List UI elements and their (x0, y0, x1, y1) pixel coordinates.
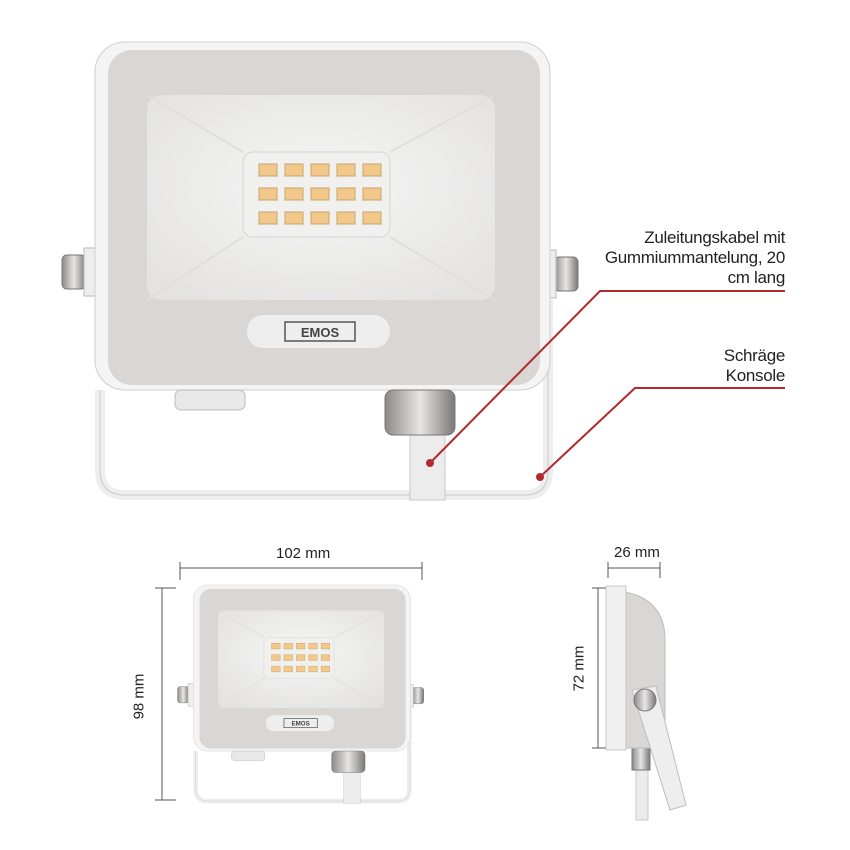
bracket-annotation: Schräge Konsole (723, 346, 786, 385)
dimension-lines (155, 562, 661, 801)
floodlight-front-view (62, 42, 578, 500)
svg-text:EMOS: EMOS (292, 721, 310, 728)
depth-dimension-label: 26 mm (614, 544, 660, 561)
leader-line-cable (426, 290, 785, 467)
floodlight-small-front-view: EMOS (178, 585, 424, 803)
leader-line-bracket (536, 387, 785, 481)
logo: EMOS (301, 325, 340, 340)
side-height-dimension-label: 72 mm (570, 645, 588, 692)
height-dimension-label: 98 mm (130, 673, 148, 720)
cable-annotation: Zuleitungskabel mit Gummiummantelung, 20… (604, 228, 785, 287)
floodlight-side-view (605, 585, 687, 821)
width-dimension-label: 102 mm (276, 545, 331, 562)
